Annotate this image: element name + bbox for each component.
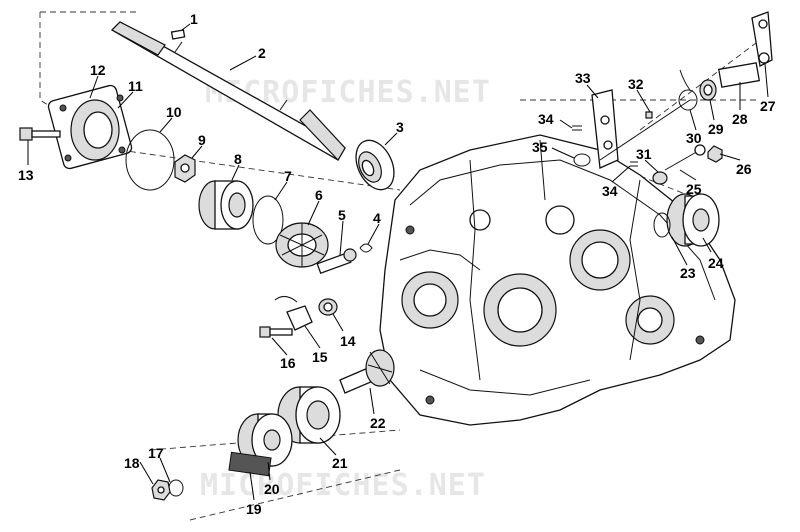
part-14-collar xyxy=(318,298,338,316)
callout-31: 31 xyxy=(636,146,652,162)
part-27-shift-lever xyxy=(751,11,773,67)
part-18-nut xyxy=(151,479,171,501)
callout-34-upper: 34 xyxy=(538,111,554,127)
callout-18: 18 xyxy=(124,455,140,471)
part-6-bevel-gear xyxy=(275,222,329,268)
callout-27: 27 xyxy=(760,98,776,114)
part-7-snap-ring xyxy=(252,195,284,245)
part-3-bearing xyxy=(355,139,395,191)
callout-34-lower: 34 xyxy=(602,183,618,199)
callout-4: 4 xyxy=(373,210,381,226)
part-12-housing xyxy=(47,84,133,170)
part-8-bearing xyxy=(198,180,254,230)
part-1-key xyxy=(170,29,186,40)
watermark-bottom: MICROFICHES.NET xyxy=(200,468,486,503)
callout-17: 17 xyxy=(148,445,164,461)
callout-15: 15 xyxy=(312,349,328,365)
callout-16: 16 xyxy=(280,355,296,371)
leader-lines xyxy=(27,23,769,501)
part-34-spring-upper xyxy=(572,125,582,131)
part-21-bearing xyxy=(277,386,341,444)
part-25-link-rod xyxy=(664,144,706,171)
part-4-spring-clip xyxy=(359,243,373,253)
callout-24: 24 xyxy=(708,255,724,271)
callout-2: 2 xyxy=(258,45,266,61)
callout-29: 29 xyxy=(708,121,724,137)
part-26-bolt xyxy=(707,145,723,163)
callout-35: 35 xyxy=(532,139,548,155)
part-20-gear xyxy=(237,413,293,467)
part-33-shift-plate xyxy=(591,89,619,169)
part-16-bolt xyxy=(259,326,293,338)
part-32-shift-shaft xyxy=(599,99,691,161)
callout-25: 25 xyxy=(686,181,702,197)
callout-11: 11 xyxy=(128,78,143,94)
callout-7: 7 xyxy=(284,168,292,184)
part-24-gear xyxy=(666,193,720,247)
callout-22: 22 xyxy=(370,415,386,431)
part-9-nut xyxy=(174,154,196,183)
transmission-case xyxy=(379,134,736,426)
part-10-o-ring xyxy=(125,129,175,191)
part-19-needle-bearing xyxy=(228,451,272,477)
callout-10: 10 xyxy=(166,104,182,120)
part-34-spring-lower xyxy=(630,161,638,167)
callout-19: 19 xyxy=(246,501,262,517)
callout-5: 5 xyxy=(338,207,346,223)
callout-26: 26 xyxy=(736,161,752,177)
callout-9: 9 xyxy=(198,132,206,148)
callout-1: 1 xyxy=(190,11,198,27)
callout-13: 13 xyxy=(18,167,34,183)
part-5-pinion-shaft xyxy=(316,248,357,275)
callout-20: 20 xyxy=(264,481,280,497)
callout-3: 3 xyxy=(396,119,404,135)
part-28-sleeve xyxy=(717,62,761,88)
callout-28: 28 xyxy=(732,111,748,127)
callout-14: 14 xyxy=(340,333,356,349)
part-17-washer xyxy=(168,479,184,497)
part-22-pinion-shaft xyxy=(339,349,395,394)
callout-6: 6 xyxy=(315,187,323,203)
part-15-bracket xyxy=(274,296,313,331)
callout-23: 23 xyxy=(680,265,696,281)
callout-12: 12 xyxy=(90,62,106,78)
part-23-washer xyxy=(653,212,671,238)
callout-8: 8 xyxy=(234,151,242,167)
part-31-link xyxy=(652,171,668,185)
callout-labels: 1 2 3 4 5 6 7 8 9 10 11 12 13 14 15 16 1… xyxy=(18,11,776,517)
callout-33: 33 xyxy=(575,70,591,86)
part-2-shaft xyxy=(110,21,346,161)
callout-32: 32 xyxy=(628,76,644,92)
part-13-bolt xyxy=(19,127,61,141)
part-35-washer xyxy=(573,153,591,167)
callout-21: 21 xyxy=(332,455,348,471)
part-30-spring xyxy=(678,69,698,111)
part-29-seal xyxy=(699,79,717,101)
callout-30: 30 xyxy=(686,130,702,146)
